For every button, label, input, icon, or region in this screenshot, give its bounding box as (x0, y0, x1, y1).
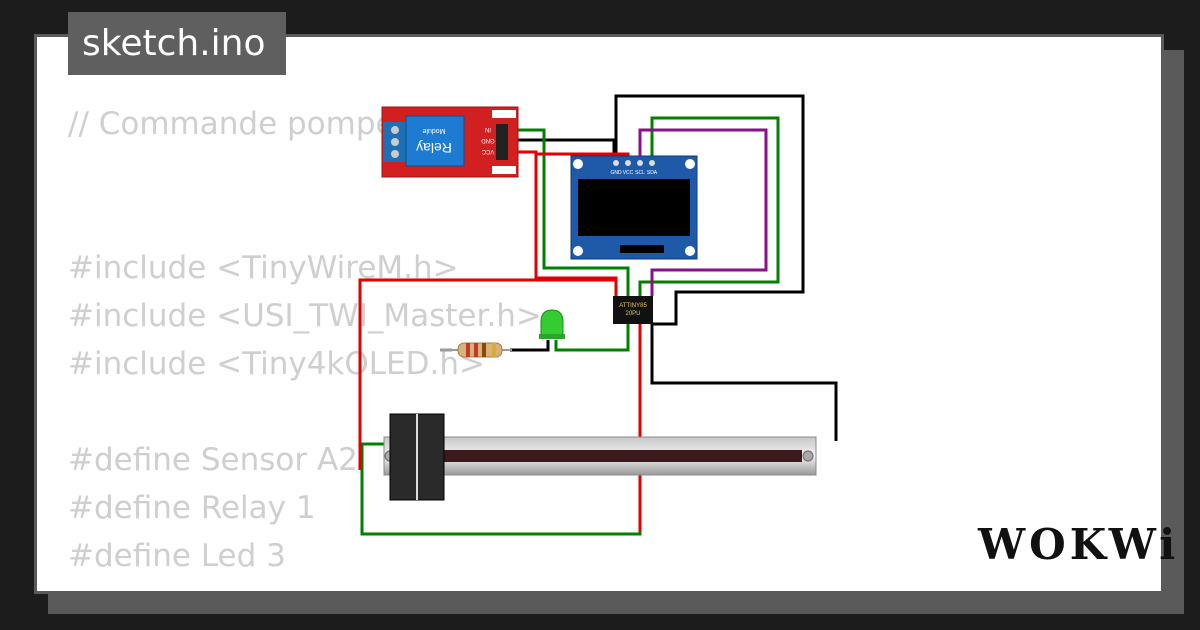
pot-track (444, 450, 802, 462)
wire-green-sda (638, 116, 780, 296)
wire-red-relay-vcc (500, 150, 618, 296)
oled-hole-1 (573, 159, 583, 169)
resistor[interactable] (448, 342, 512, 358)
code-line-include-usi: #include <USI_TWI_Master.h> (68, 298, 542, 334)
oled-hole-3 (573, 246, 583, 256)
wire-purple-scl (638, 128, 768, 296)
resistor-band-2 (474, 343, 478, 357)
oled-label-sda: SDA (647, 170, 658, 176)
code-line-define-led: #define Led 3 (68, 538, 286, 574)
oled-hole-4 (685, 246, 695, 256)
relay-pwr-box (492, 166, 516, 174)
relay-screw-1 (391, 126, 399, 134)
oled-screen (578, 179, 690, 236)
wire-black-led (510, 340, 550, 352)
relay-screw-3 (391, 150, 399, 158)
relay-screw-2 (391, 138, 399, 146)
slide-potentiometer[interactable] (383, 413, 817, 501)
relay-cube (405, 115, 465, 167)
resistor-band-3 (482, 343, 486, 357)
wokwi-logo: WOKWi (978, 520, 1180, 569)
relay-pin-vcc: VCC (481, 148, 494, 154)
led-rim (539, 334, 565, 339)
green-led[interactable] (539, 309, 565, 339)
code-line-include-oled: #include <Tiny4kOLED.h> (68, 346, 485, 382)
chip-body (613, 296, 653, 324)
relay-led1-box (492, 110, 516, 118)
sketch-title: sketch.ino (68, 12, 286, 75)
relay-pin-in: IN (485, 126, 491, 132)
led-body (540, 309, 564, 339)
wire-red-pot-vcc (358, 278, 616, 470)
chip-label-line2: 20PU (625, 311, 640, 317)
chip-label-line1: ATTINY85 (619, 303, 647, 309)
oled-pin-vcc (625, 160, 631, 166)
code-line-comment: // Commande pompe (68, 106, 395, 142)
relay-pin-header (496, 124, 508, 160)
resistor-band-4 (492, 343, 496, 357)
relay-pin-gnd: GND (481, 137, 495, 143)
oled-pin-sda (649, 160, 655, 166)
relay-sublabel: Module (422, 127, 445, 134)
resistor-band-1 (466, 343, 470, 357)
attiny85-chip[interactable]: ATTINY85 20PU (613, 296, 653, 324)
oled-label-scl: SCL (635, 170, 645, 176)
code-line-define-relay: #define Relay 1 (68, 490, 316, 526)
oled-ribbon (620, 245, 664, 253)
pot-screw-right (802, 450, 814, 462)
oled-hole-2 (685, 159, 695, 169)
code-line-include-tinywirem: #include <TinyWireM.h> (68, 250, 459, 286)
wire-black-oled-top (614, 94, 805, 326)
wire-green-led (554, 324, 630, 352)
oled-pin-scl (637, 160, 643, 166)
wire-black-pot (650, 324, 838, 441)
oled-label-vcc: VCC (623, 170, 634, 176)
code-line-define-sensor: #define Sensor A2 (68, 442, 358, 478)
oled-label-gnd: GND (610, 170, 622, 176)
oled-display[interactable]: GND VCC SCL SDA (570, 155, 698, 260)
oled-pin-gnd (613, 160, 619, 166)
preview-card (34, 34, 1164, 594)
relay-module[interactable]: Relay Module IN GND VCC (381, 106, 519, 178)
wire-green-relay-in (500, 128, 630, 296)
relay-label: Relay (416, 140, 452, 156)
